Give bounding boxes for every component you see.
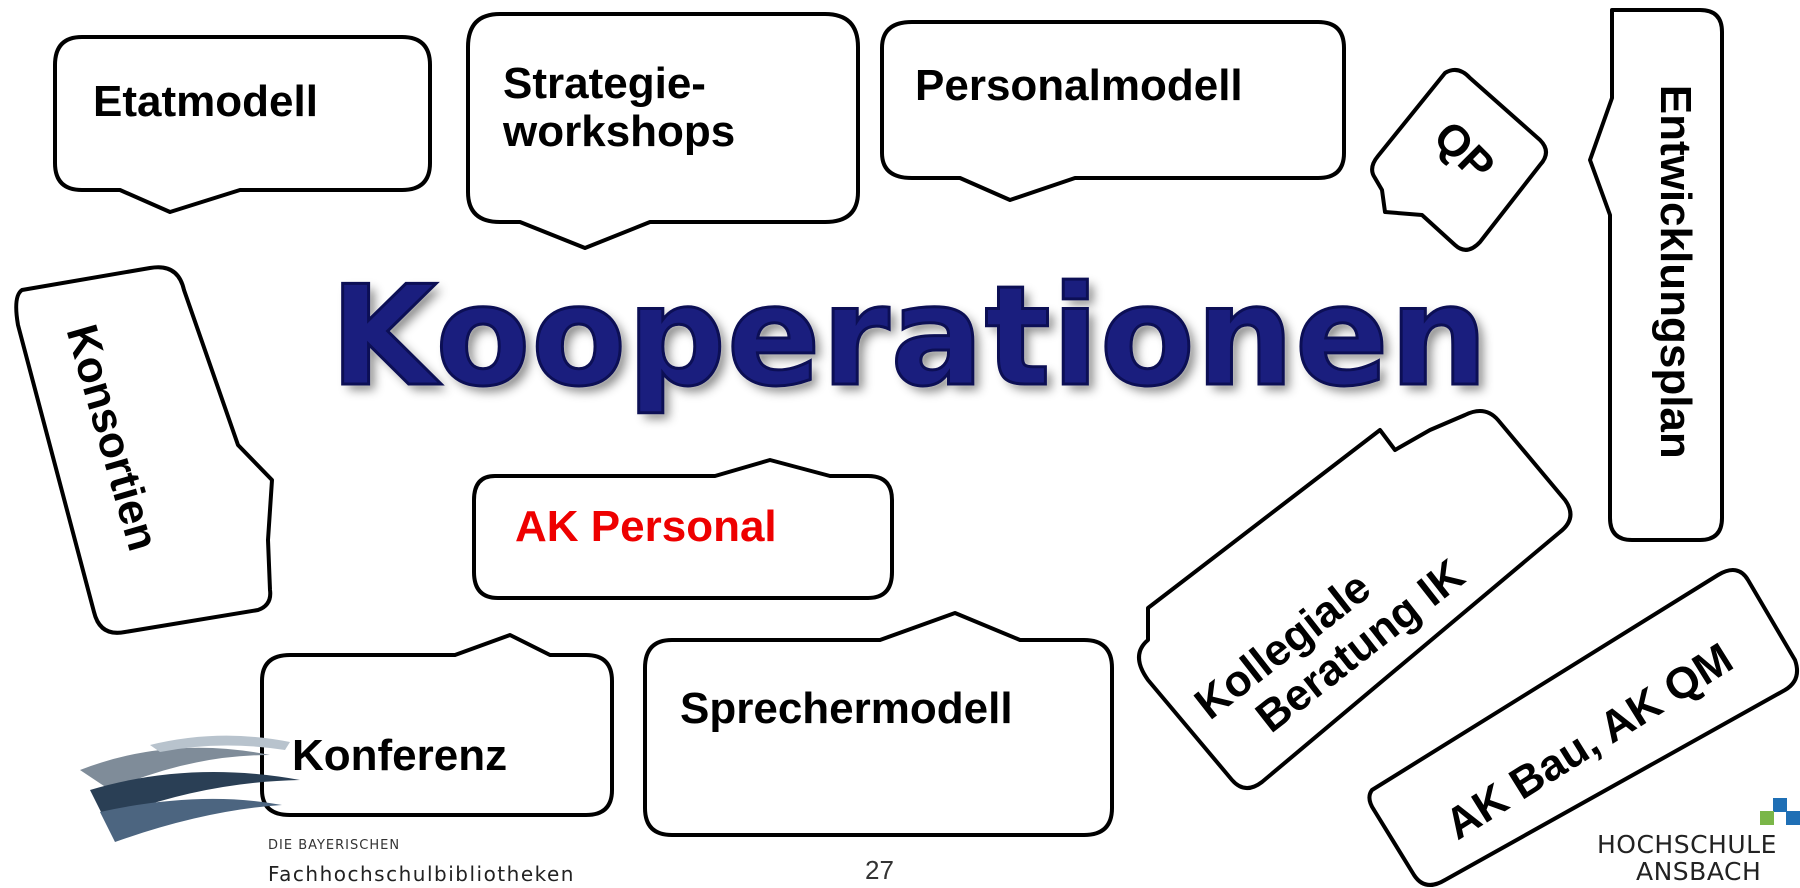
personalmodell-bubble <box>880 20 1346 202</box>
ak-bau-bubble <box>1367 568 1799 887</box>
page-title: Kooperationen <box>329 256 1490 417</box>
sprechermodell-label: Sprechermodell <box>680 684 1013 733</box>
strategie-line1: Strategie- <box>503 59 706 108</box>
ak-personal-label: AK Personal <box>515 502 777 551</box>
strategie-bubble <box>466 12 860 250</box>
ak-personal-bubble <box>472 458 894 600</box>
etatmodell-bubble <box>53 35 432 214</box>
etatmodell-label: Etatmodell <box>93 77 318 126</box>
entwicklungsplan-label: Entwicklungsplan <box>1650 84 1700 459</box>
strategie-line2: workshops <box>503 106 736 156</box>
konferenz-label: Konferenz <box>292 731 508 780</box>
sprechermodell-bubble <box>643 611 1114 837</box>
hs-ansbach-logo-mark <box>1760 798 1800 825</box>
personalmodell-label: Personalmodell <box>915 61 1243 110</box>
hs-ansbach-line2: ANSBACH <box>1636 857 1762 886</box>
konsortien-bubble <box>14 265 274 635</box>
logo-line1: DIE BAYERISCHEN <box>268 838 401 853</box>
qp-bubble <box>1370 67 1548 252</box>
hs-ansbach-line1: HOCHSCHULE <box>1597 830 1777 859</box>
konferenz-bubble <box>260 633 614 817</box>
strategie-label: Strategie- workshops <box>503 60 735 155</box>
fh-bibliotheken-logo <box>80 735 300 842</box>
page-number: 27 <box>865 855 894 885</box>
logo-line2: Fachhochschulbibliotheken <box>268 862 575 886</box>
entwicklungsplan-bubble <box>1588 8 1724 542</box>
kollegiale-bubble <box>1137 409 1573 790</box>
